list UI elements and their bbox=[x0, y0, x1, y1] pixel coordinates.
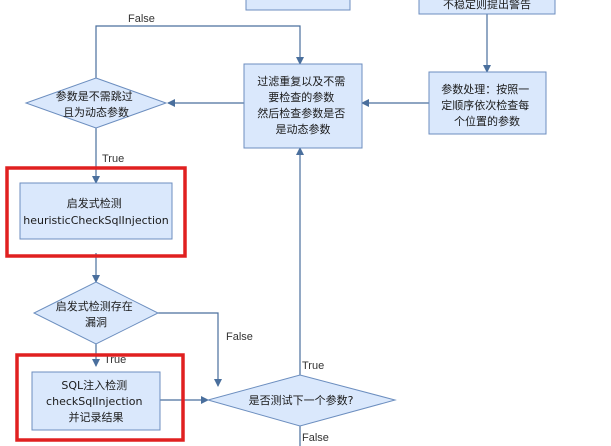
node-filter-line: 过滤重复以及不需 bbox=[257, 74, 345, 88]
node-heuristic-line: heuristicCheckSqlInjection bbox=[23, 214, 168, 227]
node-warn bbox=[418, 0, 556, 15]
label-false-heuristic: False bbox=[226, 331, 253, 343]
node-heuristic-exists-line: 漏洞 bbox=[85, 316, 107, 329]
label-false-top: False bbox=[128, 13, 155, 25]
node-heuristic bbox=[19, 182, 173, 240]
edges bbox=[92, 0, 491, 446]
node-filter-line: 要检查的参数 bbox=[268, 90, 334, 104]
node-is-dynamic-line: 且为动态参数 bbox=[63, 105, 129, 119]
highlight-sqli-check bbox=[15, 353, 185, 442]
node-next-param-line: 是否测试下一个参数? bbox=[249, 393, 354, 407]
node-filter-text: 过滤重复以及不需 要检查的参数 然后检查参数是否 是动态参数 bbox=[257, 74, 349, 136]
node-sqli-check-line: 并记录结果 bbox=[69, 410, 124, 424]
node-warn-line: 不稳定则提出警告 bbox=[443, 0, 531, 11]
node-heuristic-exists-text: 启发式检测存在 漏洞 bbox=[56, 299, 137, 329]
node-next-param bbox=[206, 374, 397, 427]
node-sqli-check bbox=[31, 371, 161, 431]
node-is-dynamic-line: 参数是不需跳过 bbox=[56, 89, 133, 103]
node-param-proc bbox=[428, 71, 547, 135]
node-next-param-text: 是否测试下一个参数? bbox=[249, 393, 354, 407]
edge-exists-false bbox=[158, 312, 222, 387]
node-param-proc-line: 个位置的参数 bbox=[454, 114, 520, 128]
node-param-proc-text: 参数处理：按照一 定顺序依次检查每 个位置的参数 bbox=[441, 82, 533, 128]
node-sqli-check-line: checkSqlInjection bbox=[46, 395, 142, 408]
label-true-next: True bbox=[302, 360, 324, 372]
node-heuristic-text: 启发式检测 heuristicCheckSqlInjection bbox=[23, 196, 168, 227]
node-filter-line: 然后检查参数是否 bbox=[257, 106, 345, 120]
node-heuristic-exists-line: 启发式检测存在 bbox=[56, 299, 133, 313]
node-filter-line: 是动态参数 bbox=[276, 122, 331, 136]
node-is-dynamic-text: 参数是不需跳过 且为动态参数 bbox=[56, 89, 137, 119]
node-filter bbox=[243, 63, 363, 149]
edge-labels: False True False True True False bbox=[102, 13, 329, 444]
label-true-heuristic: True bbox=[104, 354, 126, 366]
node-heuristic-exists bbox=[32, 281, 160, 345]
highlight-heuristic bbox=[5, 166, 187, 258]
nodes: 不稳定则提出警告 过滤重复以及不需 要检查的参数 然后检查参数是否 是动态参数 … bbox=[19, 0, 556, 431]
label-false-next: False bbox=[302, 432, 329, 444]
node-param-proc-line: 参数处理：按照一 bbox=[441, 82, 529, 96]
label-true-dynamic: True bbox=[102, 153, 124, 165]
node-param-proc-line: 定顺序依次检查每 bbox=[441, 98, 529, 112]
node-top-partial bbox=[245, 0, 351, 11]
node-sqli-check-line: SQL注入检测 bbox=[61, 378, 127, 392]
node-heuristic-line: 启发式检测 bbox=[67, 196, 122, 210]
edge-false-loop bbox=[95, 25, 304, 78]
node-warn-text: 不稳定则提出警告 bbox=[443, 0, 531, 11]
node-is-dynamic bbox=[24, 77, 168, 129]
node-sqli-check-text: SQL注入检测 checkSqlInjection 并记录结果 bbox=[46, 378, 146, 424]
highlights bbox=[5, 166, 187, 442]
